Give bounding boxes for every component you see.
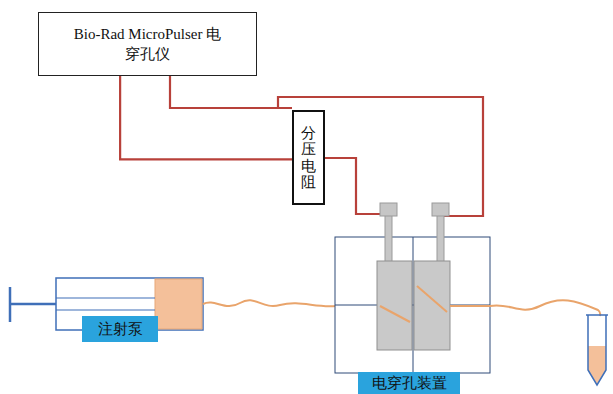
node-text: 分压电阻 bbox=[301, 125, 316, 191]
resistor-box: 分压电阻 bbox=[292, 110, 325, 205]
node-text: Bio-Rad MicroPulser 电穿孔仪 bbox=[73, 24, 223, 65]
electroporation-device bbox=[335, 203, 490, 373]
tubing bbox=[450, 300, 600, 316]
instrument-box: Bio-Rad MicroPulser 电穿孔仪 bbox=[38, 12, 257, 76]
node-text: 注射泵 bbox=[98, 320, 143, 339]
wires bbox=[170, 76, 483, 216]
device-label: 电穿孔装置 bbox=[358, 372, 460, 394]
wire-connector bbox=[120, 76, 292, 159]
node-text: 电穿孔装置 bbox=[372, 374, 447, 393]
wire bbox=[278, 97, 483, 216]
collection-tube bbox=[586, 315, 608, 385]
wire bbox=[170, 76, 292, 108]
wire bbox=[325, 158, 388, 214]
pump-label: 注射泵 bbox=[82, 316, 158, 342]
